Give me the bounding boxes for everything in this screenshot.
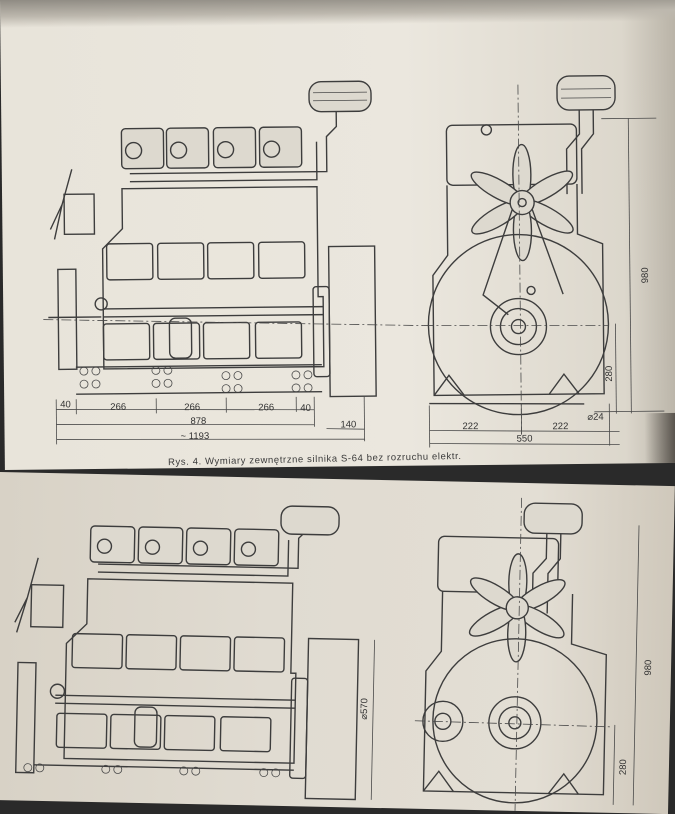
dim-side-40b: 40 — [300, 403, 311, 414]
lower-page: ⌀570 — [0, 472, 675, 814]
dim-front-222b: 222 — [552, 421, 568, 432]
dim-lower-d570: ⌀570 — [359, 698, 370, 720]
dim-lower-980: 980 — [643, 660, 654, 676]
book-gutter-shadow — [644, 413, 675, 470]
dim-side-140: 140 — [340, 419, 356, 430]
side-view-dimensions: 40 266 266 266 40 878 140 ~ 1193 — [56, 396, 364, 444]
front-view-dimensions: 222 222 550 ⌀24 980 280 — [426, 118, 664, 447]
front-view-engine — [421, 76, 619, 436]
dim-side-1193: ~ 1193 — [181, 431, 210, 442]
dim-side-266a: 266 — [110, 402, 126, 413]
front-view-engine-lower: 980 280 — [413, 496, 658, 814]
dim-front-550: 550 — [517, 433, 533, 444]
dim-front-d24: ⌀24 — [587, 412, 603, 423]
dim-lower-280: 280 — [618, 759, 629, 775]
dim-front-222a: 222 — [462, 421, 478, 432]
dim-side-40a: 40 — [60, 399, 71, 410]
side-view-engine — [41, 81, 424, 400]
dim-side-266c: 266 — [258, 402, 274, 413]
engine-drawing-bottom: ⌀570 — [0, 472, 675, 814]
engine-drawing-top: 40 266 266 266 40 878 140 ~ 1193 — [0, 0, 675, 470]
dim-vert-980: 980 — [640, 267, 651, 283]
side-view-engine-lower: ⌀570 — [11, 500, 377, 799]
dim-vert-280: 280 — [604, 366, 615, 382]
dim-side-878: 878 — [190, 416, 206, 427]
dim-side-266b: 266 — [184, 402, 200, 413]
upper-page: 40 266 266 266 40 878 140 ~ 1193 — [0, 0, 675, 470]
